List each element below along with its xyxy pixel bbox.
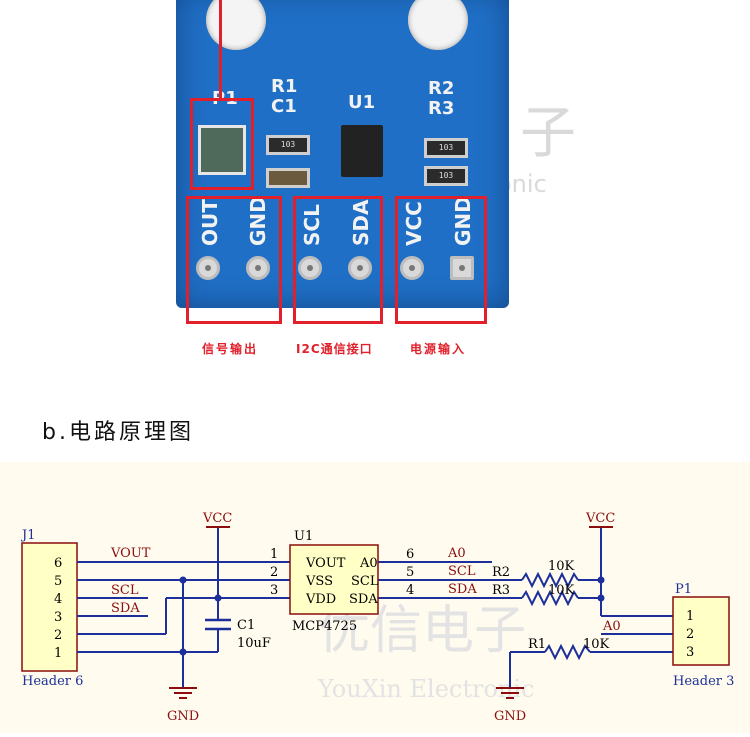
silk-r1: R1 bbox=[271, 76, 298, 97]
annotation-box-i2c bbox=[293, 196, 383, 324]
net-label-sda-j1: SDA bbox=[111, 601, 140, 616]
r2-value: 10K bbox=[548, 559, 575, 574]
pad-out bbox=[196, 256, 220, 280]
pad-sda bbox=[348, 256, 372, 280]
u1-pin-vdd: VDD bbox=[305, 592, 336, 607]
u1-pin-num-6: 6 bbox=[406, 547, 414, 562]
r3-value: 10K bbox=[548, 583, 575, 598]
pcb-board: P1 R1 C1 U1 R2 R3 103 103 103 OUT GND SC… bbox=[176, 0, 509, 308]
u1-pin-num-2: 2 bbox=[270, 565, 278, 580]
resistor-r1-symbol bbox=[544, 643, 591, 661]
u1-pin-num-3: 3 bbox=[270, 583, 278, 598]
p1-body bbox=[672, 596, 730, 666]
j1-pin-5: 5 bbox=[54, 574, 62, 589]
net-label-vout: VOUT bbox=[110, 546, 151, 561]
p1-jumper bbox=[198, 125, 246, 175]
net-label-a0-p1: A0 bbox=[602, 619, 621, 634]
net-label-a0: A0 bbox=[447, 546, 466, 561]
pad-gnd1 bbox=[246, 256, 270, 280]
p1-pin-3: 3 bbox=[686, 645, 694, 660]
j1-ref: J1 bbox=[20, 528, 35, 543]
c1-ref: C1 bbox=[237, 618, 255, 633]
j1-pin-1: 1 bbox=[54, 646, 62, 661]
capacitor-c1 bbox=[266, 168, 310, 188]
gnd1-symbol bbox=[169, 687, 197, 699]
pad-vcc bbox=[400, 256, 424, 280]
pad-gnd2 bbox=[450, 256, 474, 280]
net-label-scl-u1: SCL bbox=[448, 564, 476, 579]
gnd2-label: GND bbox=[494, 709, 526, 724]
p1-ref: P1 bbox=[675, 582, 692, 597]
u1-pin-a0: A0 bbox=[359, 556, 378, 571]
section-title: b.电路原理图 bbox=[42, 420, 194, 445]
j1-pin-3: 3 bbox=[54, 610, 62, 625]
u1-body bbox=[289, 544, 379, 615]
net-label-sda-u1: SDA bbox=[448, 582, 477, 597]
schematic-svg: 优信电子 YouXin Electronic J1 Header 6 6 5 4… bbox=[20, 511, 734, 724]
u1-pin-vout: VOUT bbox=[305, 556, 346, 571]
u1-pin-num-4: 4 bbox=[406, 583, 414, 598]
u1-name: MCP4725 bbox=[292, 619, 357, 634]
annotation-box-power bbox=[395, 196, 487, 324]
silk-r3: R3 bbox=[428, 98, 455, 119]
j1-pin-6: 6 bbox=[54, 556, 62, 571]
resistor-r3-symbol bbox=[521, 589, 579, 607]
u1-pin-scl: SCL bbox=[351, 574, 379, 589]
j1-pin-4: 4 bbox=[54, 592, 62, 607]
r3-ref: R3 bbox=[492, 583, 510, 598]
silk-r2: R2 bbox=[428, 78, 455, 99]
p1-pin-2: 2 bbox=[686, 627, 694, 642]
vcc2-label: VCC bbox=[585, 511, 615, 526]
mounting-hole-right bbox=[408, 0, 468, 50]
u1-pin-vss: VSS bbox=[305, 574, 333, 589]
u1-pin-num-5: 5 bbox=[406, 565, 414, 580]
caption-i2c: I2C通信接口 bbox=[296, 342, 373, 356]
chip-u1 bbox=[341, 125, 383, 177]
annotation-box-p1 bbox=[190, 98, 254, 190]
u1-pin-sda: SDA bbox=[349, 592, 378, 607]
j1-pin-2: 2 bbox=[54, 628, 62, 643]
p1-name: Header 3 bbox=[673, 674, 734, 689]
u1-ref: U1 bbox=[294, 529, 313, 544]
caption-signal-out: 信号输出 bbox=[202, 342, 259, 356]
mounting-hole-left bbox=[206, 0, 266, 50]
resistor-r1: 103 bbox=[266, 135, 310, 155]
caption-power: 电源输入 bbox=[410, 342, 467, 356]
schematic: 优信电子 YouXin Electronic J1 Header 6 6 5 4… bbox=[0, 462, 750, 733]
r2-ref: R2 bbox=[492, 565, 510, 580]
resistor-r2: 103 bbox=[424, 138, 468, 158]
watermark-brand-cn: 子 bbox=[520, 101, 576, 166]
u1-pin-num-1: 1 bbox=[270, 547, 278, 562]
p1-pin-1: 1 bbox=[686, 609, 694, 624]
j1-name: Header 6 bbox=[22, 674, 83, 689]
resistor-r3: 103 bbox=[424, 166, 468, 186]
resistor-r2-symbol bbox=[521, 571, 579, 589]
net-label-scl-j1: SCL bbox=[111, 583, 139, 598]
c1-value: 10uF bbox=[237, 636, 271, 651]
annotation-pointer-line bbox=[219, 0, 222, 100]
junctions bbox=[179, 576, 605, 656]
gnd2-symbol bbox=[496, 687, 524, 699]
r1-ref: R1 bbox=[528, 637, 546, 652]
silk-c1: C1 bbox=[271, 96, 297, 117]
j1-body bbox=[21, 542, 78, 672]
gnd1-label: GND bbox=[167, 709, 199, 724]
annotation-box-signal bbox=[186, 196, 282, 324]
silk-u1: U1 bbox=[348, 92, 376, 113]
pad-scl bbox=[298, 256, 322, 280]
vcc1-label: VCC bbox=[202, 511, 232, 526]
board-photo: 子 onic P1 R1 C1 U1 R2 R3 103 103 103 OUT… bbox=[176, 0, 576, 356]
r1-value: 10K bbox=[583, 637, 610, 652]
